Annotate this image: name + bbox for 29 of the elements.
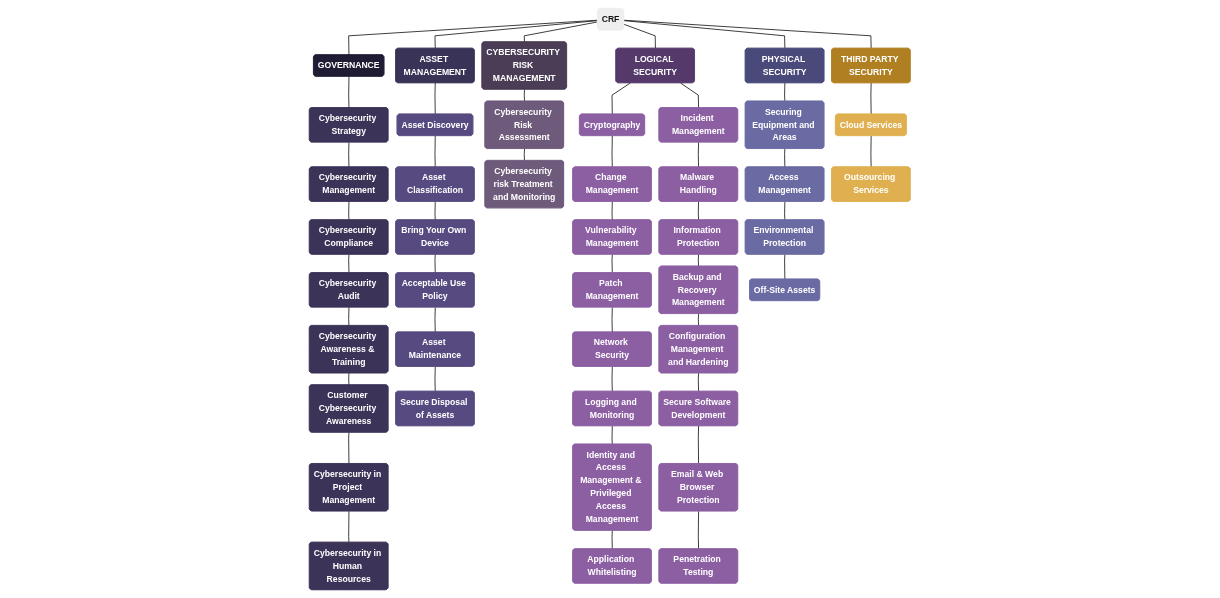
connector [698, 141, 700, 168]
connector [348, 19, 599, 56]
connector [784, 201, 786, 221]
connector [348, 306, 350, 327]
connector [784, 254, 786, 280]
connector [680, 82, 700, 109]
connector [698, 313, 700, 327]
connector [348, 432, 350, 465]
connector [698, 372, 700, 392]
connector [348, 141, 350, 168]
connector [348, 510, 350, 543]
connector [348, 372, 350, 386]
connector [524, 89, 526, 102]
connector [784, 82, 786, 102]
connector [348, 254, 350, 274]
connector [434, 20, 599, 49]
connector [434, 82, 436, 115]
connector [623, 19, 872, 49]
connector [348, 76, 350, 109]
connector [623, 20, 786, 49]
connector [348, 201, 350, 221]
connector [698, 510, 700, 550]
connector [698, 425, 700, 465]
connector [698, 201, 700, 221]
connector [524, 148, 526, 162]
connector [698, 254, 700, 267]
connector [784, 148, 786, 168]
connector [524, 21, 599, 43]
connector [623, 23, 657, 49]
